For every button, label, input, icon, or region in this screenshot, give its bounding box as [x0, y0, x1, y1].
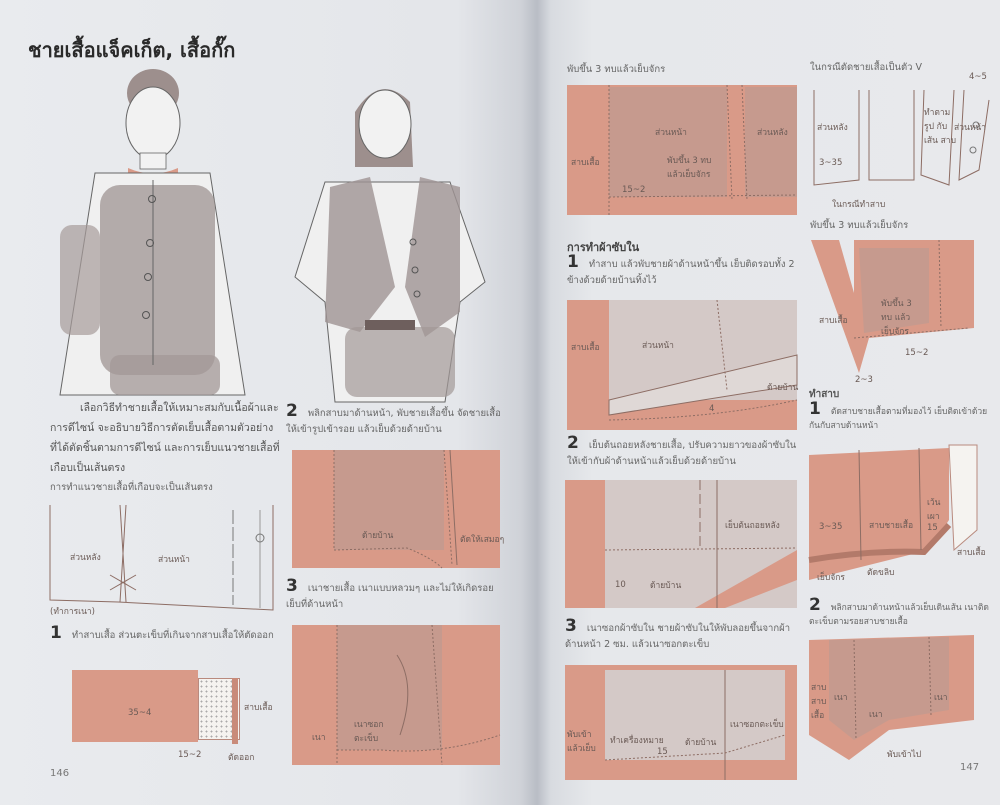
- measure-label: 15~2: [905, 348, 929, 358]
- step2-diagram: ด้ายบ้าน ตัดให้เสมอๆ: [292, 449, 504, 569]
- front-label: ส่วนหน้า: [642, 341, 674, 351]
- front-label: ส่วนหน้า: [954, 123, 986, 133]
- step3-diagram: เนา เนาซอก ตะเข็บ: [292, 624, 501, 766]
- baste-label-2: เนา: [869, 710, 883, 720]
- basting-label: ด้ายบ้าน: [650, 581, 682, 591]
- measure-label: 3~35: [819, 158, 843, 168]
- basting-label: ด้ายบ้าน: [767, 383, 799, 393]
- extra-label: เว้นเผา 15: [927, 498, 941, 533]
- lining-step1-diagram: สาบเสื้อ ส่วนหน้า ด้ายบ้าน 4: [567, 299, 799, 430]
- page-number-right: 147: [960, 762, 980, 773]
- measure-label-2: 2~3: [855, 375, 873, 385]
- cut-off-label: ตัดออก: [228, 753, 255, 763]
- measure-label: 10: [615, 580, 626, 590]
- measure-label: 35~4: [128, 708, 152, 718]
- backstitch-label: เย็บต้นถอยหลัง: [725, 521, 780, 531]
- page-title: ชายเสื้อแจ็คเก็ต, เสื้อกั๊ก: [28, 38, 236, 62]
- straight-hem-diagram: ส่วนหลัง ส่วนหน้า: [48, 500, 274, 615]
- left-page: ชายเสื้อแจ็คเก็ต, เสื้อกั๊ก: [0, 0, 537, 805]
- facing-label: สาบเสื้อ: [957, 548, 986, 558]
- back-label: ส่วนหลัง: [757, 128, 788, 138]
- blind-stitch-label: เนาซอก ตะเข็บ: [354, 720, 384, 744]
- mark-label: ทำเครื่องหมาย: [610, 736, 664, 746]
- front-label: ส่วนหน้า: [158, 555, 190, 565]
- basting-label: ด้ายบ้าน: [362, 531, 394, 541]
- vneck-heading: ในกรณีตัดชายเสื้อเป็นตัว V: [810, 62, 923, 73]
- lining-step3-diagram: พับเข้า แล้วเย็บ ทำเครื่องหมาย 15 ด้ายบ้…: [565, 665, 797, 780]
- fold-label: พับขึ้น 3 ทบ แล้วเย็บจักร: [667, 156, 712, 180]
- facing-case-label: ในกรณีทำสาบ: [832, 200, 886, 210]
- fold-heading: พับขึ้น 3 ทบแล้วเย็บจักร: [567, 64, 666, 75]
- trim-label: ตัดขลิบ: [867, 568, 895, 578]
- measure-label: 15: [657, 747, 668, 757]
- fold-sew-label: พับเข้า แล้วเย็บ: [567, 730, 596, 754]
- basting-note: (ทำการเนา): [50, 607, 95, 617]
- facing-label: สาบเสื้อ: [571, 343, 600, 353]
- facing-step2-diagram: สาบ สาบเสื้อ เนา เนา เนา พับเข้าไป: [809, 635, 974, 760]
- num-label: 4: [709, 404, 715, 414]
- machine-label: เย็บจักร: [817, 573, 845, 583]
- lining-heading: การทำผ้าซับใน: [567, 241, 640, 254]
- fold-label: พับขึ้น 3 ทบ แล้วเย็บจักร: [881, 299, 912, 337]
- basting-label: ด้ายบ้าน: [685, 738, 717, 748]
- facing-label: สาบเสื้อ: [244, 703, 273, 713]
- step1-diagram: 35~4 สาบเสื้อ 15~2 ตัดออก: [72, 668, 273, 763]
- vneck-diagram: ส่วนหลัง ทำตามรูป กับเส้น สาบ ส่วนหน้า 3…: [809, 72, 990, 195]
- measure-label-2: 4~5: [969, 72, 987, 82]
- straight-hem-heading: การทำแนวชายเสื้อที่เกือบจะเป็นเส้นตรง: [50, 482, 213, 493]
- facing-heading: ทำสาบ: [809, 389, 840, 400]
- back-label: ส่วนหลัง: [817, 123, 848, 133]
- facing-step1-diagram: 3~35 สาบชายเสื้อ เว้นเผา 15 สาบเสื้อ เย็…: [808, 440, 986, 583]
- hem-label: สาบชายเสื้อ: [869, 521, 914, 531]
- facing-label: สาบ สาบเสื้อ: [811, 683, 827, 721]
- fold-in-label: พับเข้าไป: [887, 750, 922, 760]
- baste-label-1: เนา: [834, 693, 848, 703]
- trim-label: ตัดให้เสมอๆ: [460, 535, 505, 545]
- measure-label-2: 15~2: [178, 750, 202, 760]
- facing-label: สาบเสื้อ: [819, 316, 848, 326]
- jacket-illustration: [40, 65, 260, 396]
- baste-label: เนา: [312, 733, 326, 743]
- back-label: ส่วนหลัง: [70, 553, 101, 563]
- measure-label: 15~2: [622, 185, 646, 195]
- vest-illustration: [285, 72, 505, 403]
- blind-stitch-label: เนาซอกตะเข็บ: [730, 720, 784, 730]
- vfold-diagram: สาบเสื้อ พับขึ้น 3 ทบ แล้วเย็บจักร 15~2 …: [809, 238, 974, 385]
- baste-label-3: เนา: [934, 693, 948, 703]
- front-label: ส่วนหน้า: [655, 128, 687, 138]
- page-number-left: 146: [50, 768, 70, 779]
- facing-label: สาบเสื้อ: [571, 158, 600, 168]
- fold-diagram: ส่วนหน้า ส่วนหลัง สาบเสื้อ พับขึ้น 3 ทบ …: [567, 84, 798, 215]
- measure-label: 3~35: [819, 522, 843, 532]
- mark-label: ทำตามรูป กับเส้น สาบ: [924, 108, 956, 146]
- intro-paragraph: เลือกวิธีทำชายเสื้อให้เหมาะสมกับเนื้อผ้า…: [50, 402, 280, 474]
- right-page: พับขึ้น 3 ทบแล้วเย็บจักร ส่วนหน้า ส่วนหล…: [537, 0, 1000, 805]
- lining-step2-diagram: เย็บต้นถอยหลัง 10 ด้ายบ้าน: [565, 480, 798, 610]
- vfold-heading: พับขึ้น 3 ทบแล้วเย็บจักร: [810, 220, 909, 231]
